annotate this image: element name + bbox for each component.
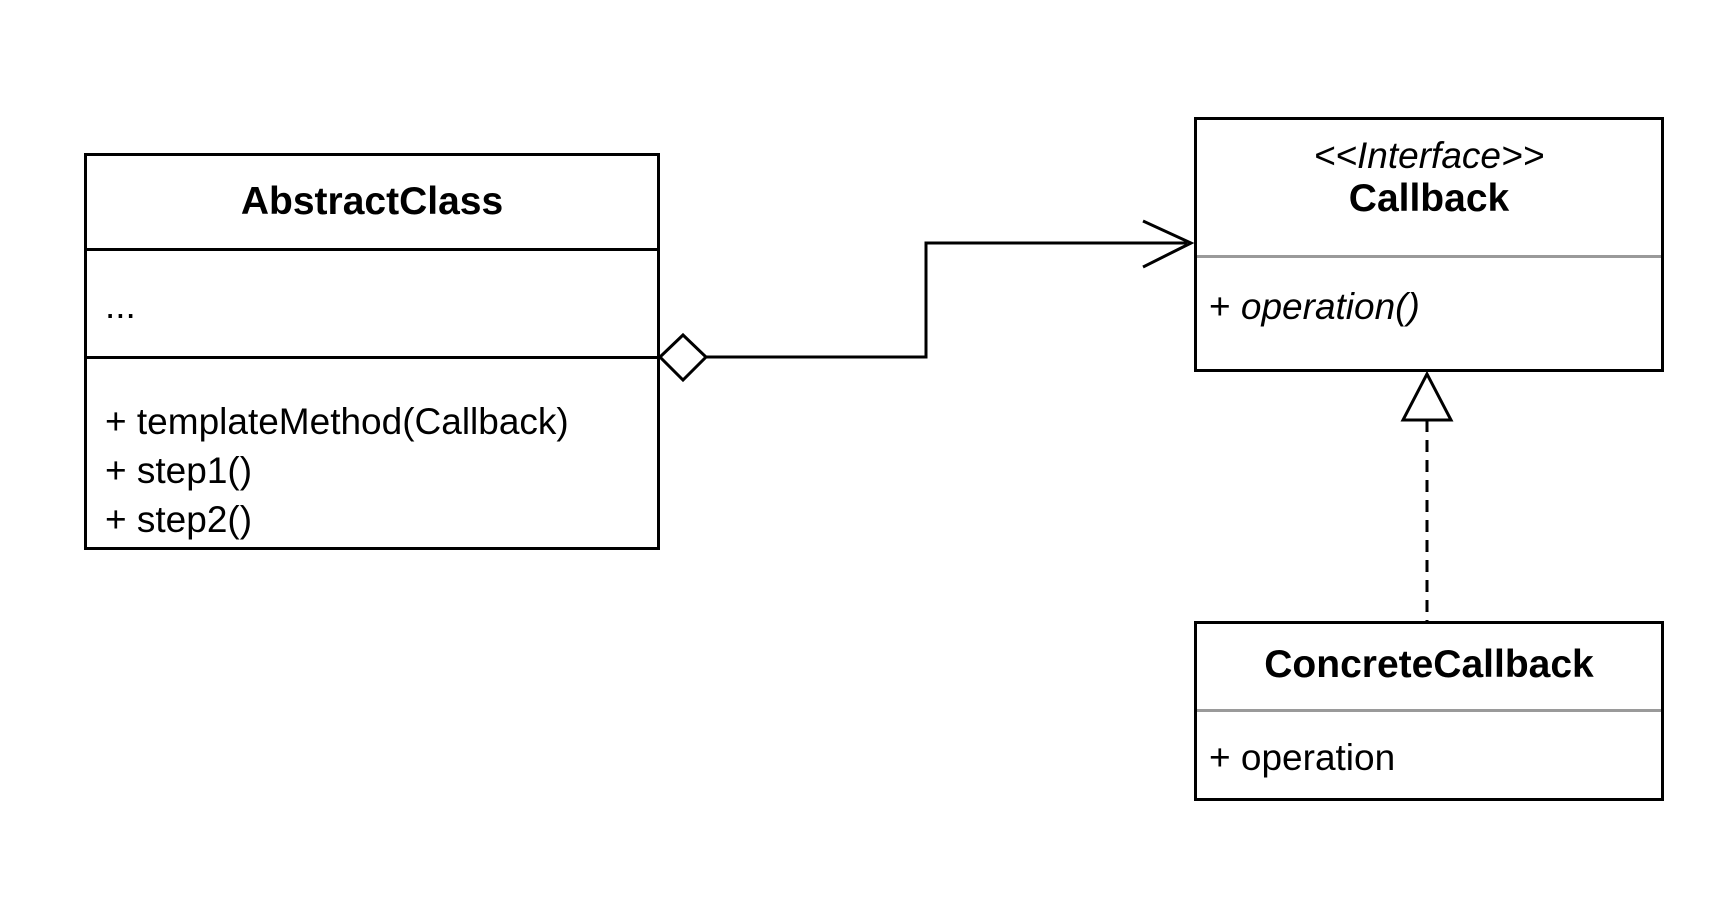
abstract-class-header: AbstractClass bbox=[87, 156, 657, 248]
callback-operation: + operation() bbox=[1209, 282, 1661, 331]
aggregation-diamond-icon bbox=[657, 332, 709, 383]
abstract-class-operation-step1: + step1() bbox=[105, 450, 253, 491]
realization-triangle-icon bbox=[1400, 370, 1454, 422]
callback-interface-operations: + operation() bbox=[1197, 255, 1661, 331]
callback-interface-name: Callback bbox=[1348, 177, 1510, 220]
callback-operation-name: operation() bbox=[1240, 286, 1420, 327]
open-arrowhead-icon bbox=[1142, 219, 1195, 269]
concrete-callback-name: ConcreteCallback bbox=[1264, 643, 1594, 686]
callback-stereotype: <<Interface>> bbox=[1313, 135, 1545, 176]
callback-interface-header: <<Interface>> Callback bbox=[1197, 120, 1661, 255]
abstract-class-box[interactable]: AbstractClass ... + templateMethod(Callb… bbox=[84, 153, 660, 550]
concrete-callback-header: ConcreteCallback bbox=[1197, 624, 1661, 709]
abstract-class-operation-step2: + step2() bbox=[105, 499, 253, 540]
concrete-callback-operation: + operation bbox=[1209, 737, 1396, 778]
aggregation-line[interactable] bbox=[706, 241, 1187, 359]
abstract-class-operation-template-method: + templateMethod(Callback) bbox=[105, 401, 569, 442]
abstract-class-attributes: ... bbox=[87, 248, 657, 356]
callback-operation-visibility: + bbox=[1209, 286, 1241, 327]
abstract-class-name: AbstractClass bbox=[240, 180, 504, 223]
callback-interface-box[interactable]: <<Interface>> Callback + operation() bbox=[1194, 117, 1664, 372]
concrete-callback-box[interactable]: ConcreteCallback + operation bbox=[1194, 621, 1664, 801]
abstract-class-operations: + templateMethod(Callback) + step1() + s… bbox=[87, 356, 657, 544]
abstract-class-attribute: ... bbox=[105, 285, 136, 326]
concrete-callback-operations: + operation bbox=[1197, 709, 1661, 782]
